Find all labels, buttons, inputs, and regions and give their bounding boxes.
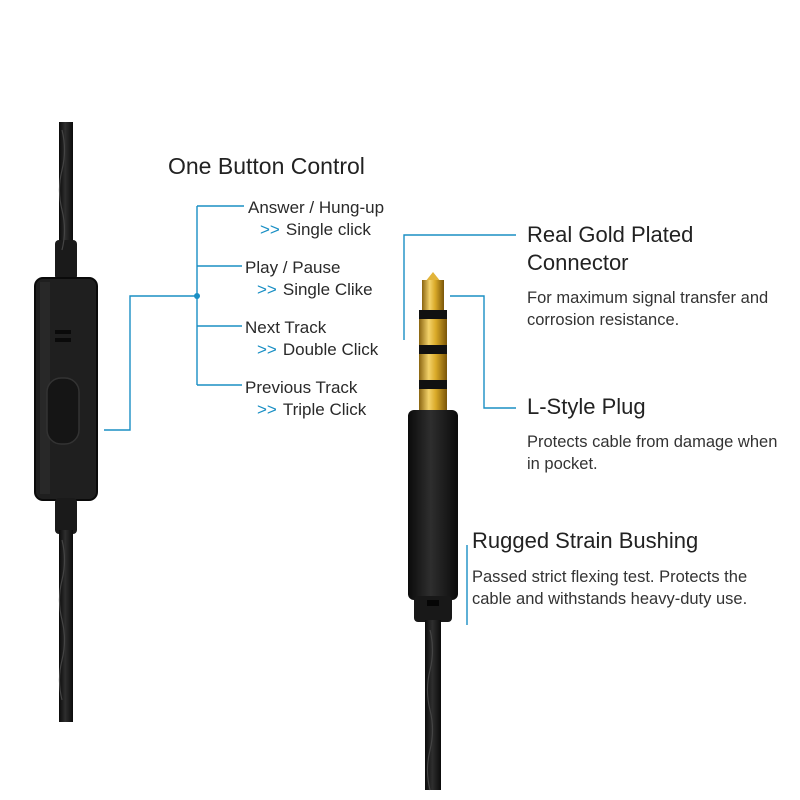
action-label: Answer / Hung-up <box>248 198 385 217</box>
leader-lines <box>104 205 516 625</box>
click-text: Triple Click <box>282 400 367 419</box>
click-label: >> Single Clike <box>257 280 373 300</box>
action-label: Previous Track <box>245 378 358 397</box>
arrow-icon: >> <box>257 340 277 359</box>
feature-title: L-Style Plug <box>527 394 646 419</box>
arrow-icon: >> <box>260 220 280 239</box>
junction-dot <box>194 293 200 299</box>
audio-plug <box>408 272 458 791</box>
arrow-icon: >> <box>257 280 277 299</box>
feature-title-line2: Connector <box>527 250 629 275</box>
feature-description: Protects cable from damage when in pocke… <box>527 433 778 473</box>
feature-description: For maximum signal transfer and corrosio… <box>527 289 769 329</box>
click-text: Single click <box>285 220 371 239</box>
feature-title: Real Gold Plated <box>527 222 694 247</box>
click-label: >> Triple Click <box>257 400 366 420</box>
click-label: >> Single click <box>260 220 371 240</box>
action-label: Next Track <box>245 318 327 337</box>
click-label: >> Double Click <box>257 340 378 360</box>
one-button-title: One Button Control <box>168 153 365 179</box>
remote-button <box>46 377 80 445</box>
click-text: Double Click <box>282 340 379 359</box>
arrow-icon: >> <box>257 400 277 419</box>
feature-description: Passed strict flexing test. Protects the… <box>472 568 748 608</box>
remote-cable <box>34 122 98 722</box>
action-label: Play / Pause <box>245 258 341 277</box>
click-text: Single Clike <box>282 280 373 299</box>
feature-title: Rugged Strain Bushing <box>472 528 699 553</box>
